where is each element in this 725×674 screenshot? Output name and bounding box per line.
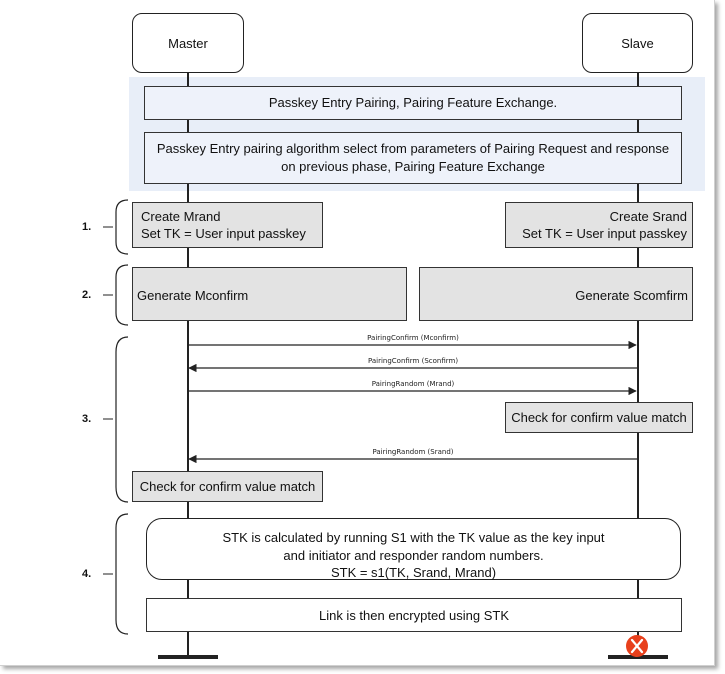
step1-slave-box: Create Srand Set TK = User input passkey [505,202,693,248]
step2-label: 2. [82,289,92,301]
step3-label: 3. [82,413,92,425]
msg3-label: PairingRandom (Mrand) [371,380,455,388]
step1-slave-line2: Set TK = User input passkey [522,225,687,241]
stk-line2: and initiator and responder random numbe… [283,547,544,563]
step1-label: 1. [82,221,92,233]
master-check-box: Check for confirm value match [132,471,323,502]
msg2-label: PairingConfirm (Sconfirm) [367,357,459,365]
phase0-desc-box: Passkey Entry pairing algorithm select f… [144,132,682,184]
stk-calc-box: STK is calculated by running S1 with the… [146,518,681,580]
diagram-lines [103,199,668,659]
step4-brace [115,513,129,635]
msg1-label: PairingConfirm (Mconfirm) [367,334,459,342]
step1-master-box: Create Mrand Set TK = User input passkey [132,202,323,248]
slave-end-bar [608,655,668,659]
master-end-bar [158,655,218,659]
step1-slave-line1: Create Srand [609,209,687,224]
master-header: Master [132,13,244,73]
slave-lifeline [637,73,639,659]
step2-slave-box: Generate Scomfirm [419,267,693,321]
slave-header: Slave [582,13,693,73]
msg4-label: PairingRandom (Srand) [372,448,454,456]
master-lifeline [187,73,189,659]
step2-master-box: Generate Mconfirm [132,267,407,321]
step1-master-line1: Create Mrand [141,209,221,224]
watermark-logo-icon [626,635,648,657]
stk-line1: STK is calculated by running S1 with the… [222,530,605,545]
diagram-frame: Master Slave Passkey Entry Pairing, Pair… [0,0,715,666]
slave-check-box: Check for confirm value match [505,402,693,433]
phase0-title-box: Passkey Entry Pairing, Pairing Feature E… [144,86,682,120]
step2-brace [115,264,129,326]
step1-brace [115,199,129,255]
step4-label: 4. [82,568,92,580]
encrypt-box: Link is then encrypted using STK [146,598,682,632]
step1-master-line2: Set TK = User input passkey [141,225,306,241]
step3-brace [115,336,129,503]
stk-line3: STK = s1(TK, Srand, Mrand) [330,565,497,581]
